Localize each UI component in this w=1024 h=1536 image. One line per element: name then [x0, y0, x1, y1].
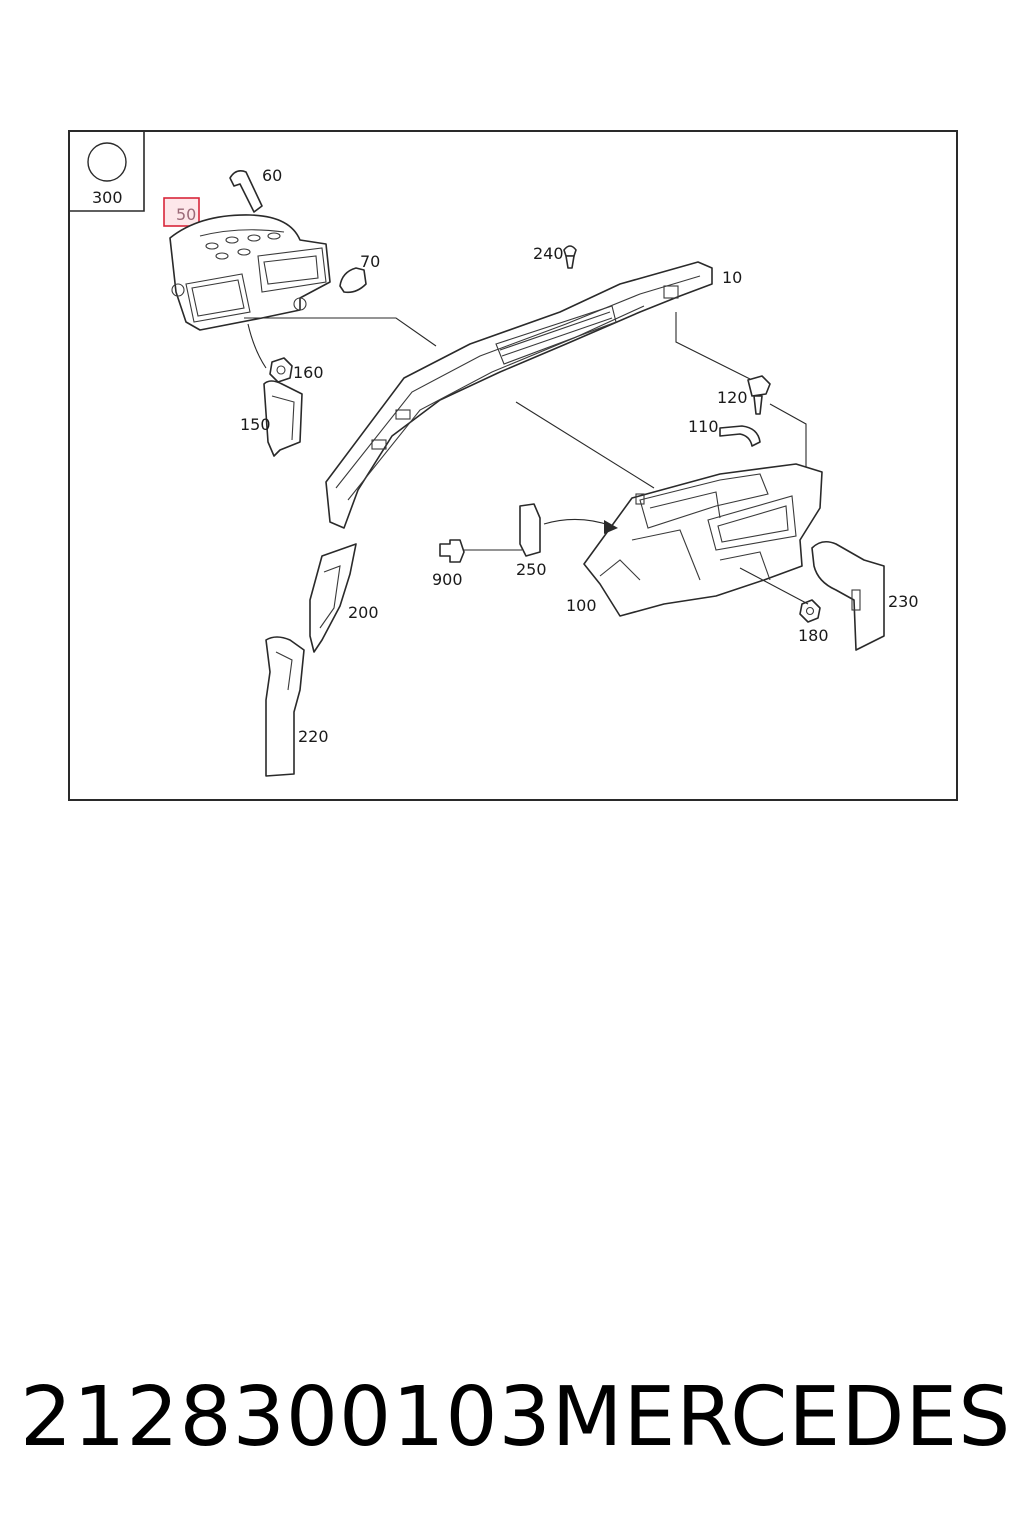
part-250-connector: [519, 503, 541, 557]
label-70: 70: [360, 252, 380, 271]
leader-10-100: [515, 401, 655, 489]
part-120-bolt: [747, 375, 771, 415]
part-50-air-intake-housing: [169, 214, 331, 331]
diagram-border: [68, 130, 958, 801]
part-110-hose: [719, 425, 761, 447]
highlight-box-50[interactable]: [163, 197, 200, 227]
label-900: 900: [432, 570, 463, 589]
label-200: 200: [348, 603, 379, 622]
part-900-clip: [439, 539, 465, 563]
label-180: 180: [798, 626, 829, 645]
leader-50-10: [244, 317, 437, 347]
arrow-250-100: [543, 518, 613, 527]
part-240-push-clip: [563, 245, 577, 269]
part-number: 2128300103: [20, 1369, 552, 1465]
brand-name: MERCEDES: [551, 1369, 1012, 1465]
part-70-cap: [339, 267, 367, 294]
part-100-air-duct-assembly: [583, 463, 823, 617]
label-220: 220: [298, 727, 329, 746]
legend-box: [69, 131, 145, 212]
label-50[interactable]: 50: [176, 205, 196, 224]
part-200-bracket: [309, 543, 357, 653]
part-230-trim: [811, 540, 885, 651]
arrow-head-icon: [604, 520, 618, 534]
label-250: 250: [516, 560, 547, 579]
legend-box-label: 300: [92, 188, 123, 207]
part-10-main-duct: [325, 261, 713, 529]
part-220-tube: [265, 636, 305, 777]
leader-120-100: [769, 403, 807, 470]
leader-100-180: [739, 567, 809, 605]
legend-circle-icon: [87, 142, 127, 182]
part-180-nut: [799, 599, 821, 623]
label-110: 110: [688, 417, 719, 436]
label-160: 160: [293, 363, 324, 382]
label-60: 60: [262, 166, 282, 185]
caption: 2128300103 MERCEDES: [20, 1362, 1010, 1472]
part-160-nut: [269, 357, 293, 383]
label-150: 150: [240, 415, 271, 434]
leader-10-120: [675, 312, 753, 381]
label-10: 10: [722, 268, 742, 287]
label-100: 100: [566, 596, 597, 615]
label-240: 240: [533, 244, 564, 263]
label-120: 120: [717, 388, 748, 407]
label-230: 230: [888, 592, 919, 611]
arrow-50-160: [247, 323, 267, 369]
exploded-parts-diagram: 300 50 60 70 160 150: [68, 130, 958, 801]
part-60-clip: [229, 170, 263, 213]
